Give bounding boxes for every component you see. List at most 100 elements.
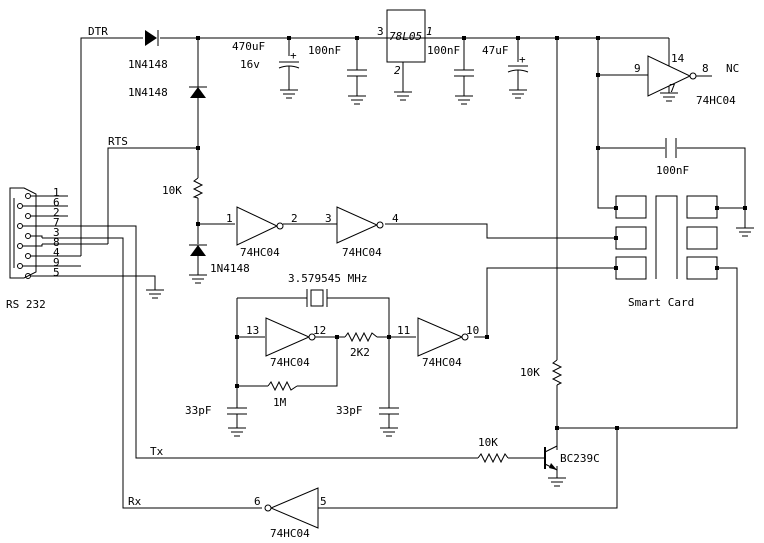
connector-pin-7: 7	[53, 216, 60, 229]
gate-6-part: 74HC04	[696, 94, 736, 107]
nc-label: NC	[726, 62, 739, 75]
junction	[335, 335, 339, 339]
inverter-gate-3: 13 12 74HC04	[246, 317, 326, 369]
cap-33pf-b-label: 33pF	[336, 404, 363, 417]
resistor-2k2: 2K2	[344, 331, 378, 359]
cap-100nf-a: 100nF	[308, 44, 367, 96]
card-contact-rst	[615, 226, 647, 250]
junction	[615, 426, 619, 430]
connector-pin-5: 5	[53, 266, 60, 279]
gate-1-pin-in: 1	[226, 212, 233, 225]
resistor-10k-base-label: 10K	[478, 436, 498, 449]
wires	[42, 32, 746, 509]
resistor-2k2-label: 2K2	[350, 346, 370, 359]
rx-label: Rx	[128, 495, 142, 508]
junction	[196, 146, 200, 150]
junction	[516, 36, 520, 40]
cap-470uf-plus: +	[290, 49, 297, 62]
gate-4-pin-in: 11	[397, 324, 410, 337]
regulator-label: 78L05	[389, 30, 422, 43]
junction	[235, 335, 239, 339]
junction	[387, 335, 391, 339]
card-contact-clk	[615, 256, 647, 280]
gate-1-pin-out: 2	[291, 212, 298, 225]
cap-33pf-b: 33pF	[336, 404, 399, 428]
regulator-pin-gnd: 2	[394, 64, 401, 77]
connector-pin-9: 9	[53, 256, 60, 269]
gate-5-part: 74HC04	[270, 527, 310, 540]
gate-5-pin-out: 6	[254, 495, 261, 508]
crystal: 3.579545 MHz	[288, 272, 367, 307]
resistor-10k-rts-label: 10K	[162, 184, 182, 197]
cap-33pf-a: 33pF	[185, 404, 247, 428]
junction	[555, 426, 559, 430]
inverter-gate-2: 3 4 74HC04	[325, 206, 399, 259]
regulator-pin-in: 3	[377, 25, 384, 38]
inverter-gate-6: 9 8 14 7 74HC04 NC	[598, 37, 739, 107]
resistor-1m-label: 1M	[273, 396, 287, 409]
gate-3-part: 74HC04	[270, 356, 310, 369]
gate-1-part: 74HC04	[240, 246, 280, 259]
ground-symbols	[146, 89, 754, 487]
junction	[485, 335, 489, 339]
card-contact-vpp	[686, 226, 718, 250]
transistor-label: BC239C	[560, 452, 600, 465]
junction	[196, 36, 200, 40]
junction	[596, 73, 600, 77]
resistor-10k-pullup: 10K	[520, 359, 563, 386]
transistor-bc239c: BC239C	[544, 445, 600, 471]
diode-clamp: 1N4148	[189, 244, 250, 275]
gate-6-pin-vcc: 14	[671, 52, 685, 65]
gate-2-part: 74HC04	[342, 246, 382, 259]
connector-pin-6: 6	[53, 196, 60, 209]
rs232-connector: 1 6 2 7 3 8 4 9 5 RS 232	[6, 186, 68, 311]
junction	[596, 146, 600, 150]
gate-6-pin-in: 9	[634, 62, 641, 75]
cap-100nf-a-label: 100nF	[308, 44, 341, 57]
cap-47uf-plus: +	[519, 53, 526, 66]
cap-47uf-label: 47uF	[482, 44, 509, 57]
junction	[462, 36, 466, 40]
cap-470uf-voltage: 16v	[240, 58, 260, 71]
resistor-10k-rts: 10K	[162, 177, 204, 199]
junction	[355, 36, 359, 40]
resistor-10k-base: 10K	[477, 436, 509, 464]
diode-rts-label: 1N4148	[128, 86, 168, 99]
cap-33pf-a-label: 33pF	[185, 404, 212, 417]
cap-100nf-b: 100nF	[427, 44, 474, 96]
junctions	[196, 36, 747, 430]
rts-label: RTS	[108, 135, 128, 148]
inverter-gate-1: 1 2 74HC04	[226, 206, 298, 259]
card-contact-gnd	[686, 195, 718, 219]
connector-pin-3: 3	[53, 226, 60, 239]
diode-clamp-label: 1N4148	[210, 262, 250, 275]
connector-pin-2: 2	[53, 206, 60, 219]
connector-pin-1: 1	[53, 186, 60, 199]
dtr-label: DTR	[88, 25, 108, 38]
junction	[287, 36, 291, 40]
regulator-78l05: 78L05 3 1 2	[377, 9, 433, 77]
cap-470uf-label: 470uF	[232, 40, 265, 53]
junction	[196, 222, 200, 226]
crystal-label: 3.579545 MHz	[288, 272, 367, 285]
resistor-1m: 1M	[267, 380, 298, 409]
inverter-gate-5: 5 6 74HC04	[254, 487, 327, 540]
connector-pin-8: 8	[53, 236, 60, 249]
junction	[555, 36, 559, 40]
inverter-gate-4: 11 10 74HC04	[397, 317, 479, 369]
cap-47uf: + 47uF	[482, 44, 529, 90]
gate-5-pin-in: 5	[320, 495, 327, 508]
resistor-10k-pullup-label: 10K	[520, 366, 540, 379]
junction	[235, 384, 239, 388]
rs232-label: RS 232	[6, 298, 46, 311]
junction	[743, 206, 747, 210]
connector-pin-4: 4	[53, 246, 60, 259]
diode-dtr-label: 1N4148	[128, 58, 168, 71]
cap-470uf: + 470uF 16v	[232, 40, 300, 90]
tx-label: Tx	[150, 445, 164, 458]
smart-card-label: Smart Card	[628, 296, 694, 309]
cap-100nf-b-label: 100nF	[427, 44, 460, 57]
gate-4-part: 74HC04	[422, 356, 462, 369]
card-contact-io	[686, 256, 718, 280]
